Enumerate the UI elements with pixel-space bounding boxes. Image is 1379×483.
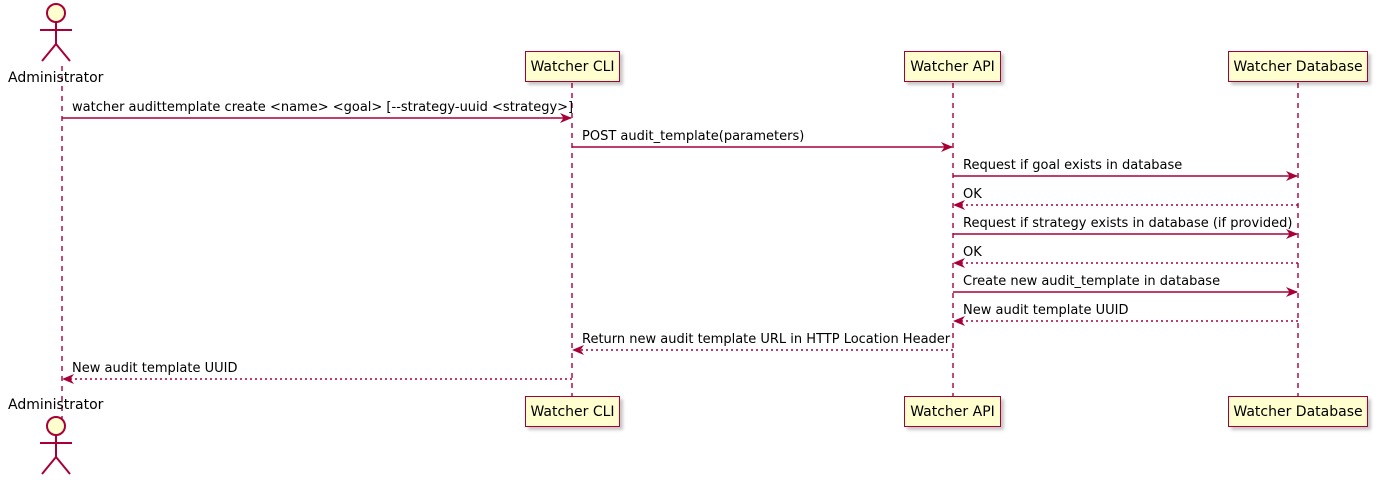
actor-label-administrator-bottom: Administrator xyxy=(8,397,103,413)
message-label-3: OK xyxy=(963,187,982,202)
participant-label: Watcher CLI xyxy=(530,58,615,75)
participant-watcher-api-top[interactable]: Watcher API xyxy=(904,51,1001,82)
actor-label-administrator-top: Administrator xyxy=(8,70,103,86)
participant-label: Watcher Database xyxy=(1233,403,1363,420)
participant-label: Watcher API xyxy=(910,58,995,75)
participant-label: Watcher Database xyxy=(1233,58,1363,75)
message-label-2: Request if goal exists in database xyxy=(963,158,1183,173)
participant-watcher-cli-top[interactable]: Watcher CLI xyxy=(525,51,620,82)
message-label-0: watcher audittemplate create <name> <goa… xyxy=(72,100,574,115)
participant-watcher-database-bottom[interactable]: Watcher Database xyxy=(1228,396,1368,427)
actor-name: Administrator xyxy=(8,70,104,86)
participant-watcher-cli-bottom[interactable]: Watcher CLI xyxy=(525,396,620,427)
actor-figures-group xyxy=(40,3,72,475)
message-label-4: Request if strategy exists in database (… xyxy=(963,216,1293,231)
participant-label: Watcher CLI xyxy=(530,403,615,420)
participant-watcher-api-bottom[interactable]: Watcher API xyxy=(904,396,1001,427)
message-label-1: POST audit_template(parameters) xyxy=(582,129,805,144)
message-label-8: Return new audit template URL in HTTP Lo… xyxy=(582,332,951,347)
lifelines-group xyxy=(61,66,1299,420)
participant-watcher-database-top[interactable]: Watcher Database xyxy=(1228,51,1368,82)
message-arrows-group xyxy=(62,113,1298,384)
message-label-9: New audit template UUID xyxy=(72,361,238,376)
message-label-6: Create new audit_template in database xyxy=(963,274,1221,289)
participant-label: Watcher API xyxy=(910,403,995,420)
actor-name: Administrator xyxy=(8,397,104,413)
message-label-5: OK xyxy=(963,245,982,260)
actor-icon-administrator-top xyxy=(40,3,72,62)
message-label-7: New audit template UUID xyxy=(963,303,1129,318)
actor-icon-administrator-bottom xyxy=(40,416,72,475)
